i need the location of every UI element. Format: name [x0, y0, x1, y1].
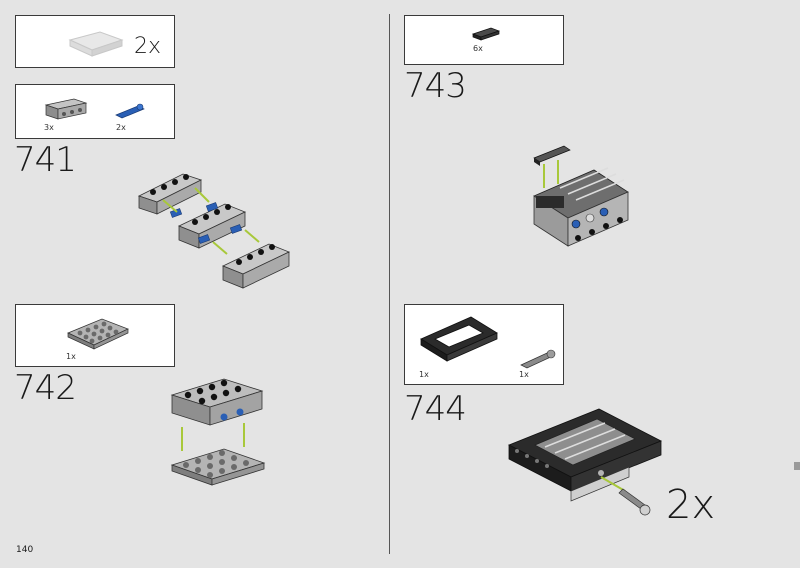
- submodel-multiplier: 2x: [134, 34, 162, 59]
- parts-list-742: 1x: [15, 304, 175, 367]
- page-divider: [389, 14, 390, 554]
- black-frame-icon: [420, 316, 498, 362]
- part-qty: 2x: [116, 123, 126, 132]
- grey-technic-brick-icon: [44, 98, 88, 120]
- step-number: 742: [14, 368, 77, 408]
- step-number: 744: [404, 389, 467, 429]
- step-number: 743: [404, 66, 467, 106]
- submodel-ghost-image: [68, 31, 124, 57]
- page-edge-marker: [794, 462, 800, 470]
- part-qty: 6x: [473, 44, 483, 53]
- submodel-callout: 2x: [15, 15, 175, 68]
- part-qty: 3x: [44, 123, 54, 132]
- grey-plate-icon: [67, 318, 129, 350]
- parts-list-744: 1x 1x: [404, 304, 564, 385]
- part-qty: 1x: [66, 352, 76, 361]
- grey-axle-pin-icon: [520, 349, 556, 369]
- parts-list-743: 6x: [404, 15, 564, 65]
- part-qty: 1x: [519, 370, 529, 379]
- step-742-illustration: [170, 378, 266, 486]
- step-number: 741: [14, 140, 77, 180]
- step-743-illustration: [533, 145, 629, 247]
- parts-list-741: 3x 2x: [15, 84, 175, 139]
- dark-tile-icon: [471, 27, 501, 41]
- part-qty: 1x: [419, 370, 429, 379]
- step-741-illustration: [137, 173, 290, 289]
- blue-axle-pin-icon: [115, 103, 145, 119]
- step-744-multiplier: 2x: [666, 482, 716, 528]
- step-744-illustration: [508, 408, 662, 516]
- page-number: 140: [16, 545, 34, 555]
